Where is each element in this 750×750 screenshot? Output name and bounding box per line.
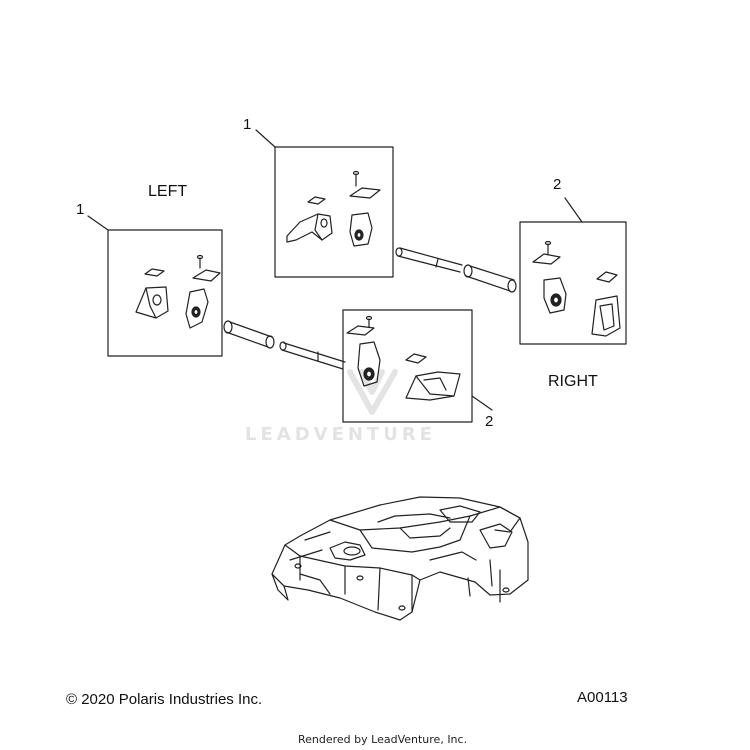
part-pivot-top-1 bbox=[349, 212, 373, 247]
part-tab-top-1 bbox=[349, 187, 381, 199]
part-pivot-left-1 bbox=[185, 288, 209, 329]
part-housing-bottom-2 bbox=[405, 371, 461, 401]
part-cap-top-1 bbox=[307, 196, 326, 205]
part-cap-right-2 bbox=[596, 271, 618, 283]
figure-code: A00113 bbox=[577, 689, 628, 706]
left-side-label: LEFT bbox=[148, 183, 188, 200]
part-pivot-right-2 bbox=[543, 277, 567, 314]
leader-line-2-right bbox=[564, 197, 583, 223]
part-shaft-right bbox=[395, 247, 463, 273]
leader-line-1-left bbox=[87, 215, 109, 231]
part-housing-right-2 bbox=[591, 295, 621, 337]
right-side-label: RIGHT bbox=[548, 373, 598, 390]
part-housing-left-1 bbox=[135, 286, 169, 319]
rendered-by-text: Rendered by LeadVenture, Inc. bbox=[298, 733, 468, 746]
callout-box-2-bottom bbox=[342, 309, 473, 423]
part-pivot-bottom-2 bbox=[357, 341, 381, 387]
copyright-text: © 2020 Polaris Industries Inc. bbox=[66, 691, 263, 708]
callout-box-2-right bbox=[519, 221, 627, 345]
part-tube-right bbox=[463, 264, 517, 293]
part-tab-left-1 bbox=[192, 269, 221, 282]
callout-box-1-left bbox=[107, 229, 223, 357]
part-bolt-bottom-2 bbox=[365, 315, 373, 328]
part-bracket-top-1 bbox=[286, 213, 333, 243]
callout-number-1-left: 1 bbox=[76, 201, 85, 218]
part-shaft-left bbox=[279, 341, 346, 370]
callout-number-2-bottom: 2 bbox=[485, 413, 494, 430]
part-bolt-left-1 bbox=[196, 254, 204, 269]
part-bolt-right-2 bbox=[544, 240, 552, 255]
watermark-text: LEADVENTURE bbox=[245, 424, 436, 445]
part-tab-bottom-2 bbox=[346, 325, 375, 336]
part-cap-bottom-2 bbox=[405, 353, 427, 364]
part-tube-left bbox=[223, 320, 275, 349]
callout-box-1-top bbox=[274, 146, 394, 278]
part-frame-assembly bbox=[271, 496, 529, 621]
part-tab-right-2 bbox=[532, 253, 561, 265]
leader-line-1-top bbox=[255, 129, 276, 148]
callout-number-2-right: 2 bbox=[553, 176, 562, 193]
part-cap-left-1 bbox=[144, 268, 165, 277]
callout-number-1-top: 1 bbox=[243, 116, 252, 133]
part-bolt-top-1 bbox=[352, 170, 360, 187]
leader-line-2-bottom bbox=[471, 395, 493, 411]
